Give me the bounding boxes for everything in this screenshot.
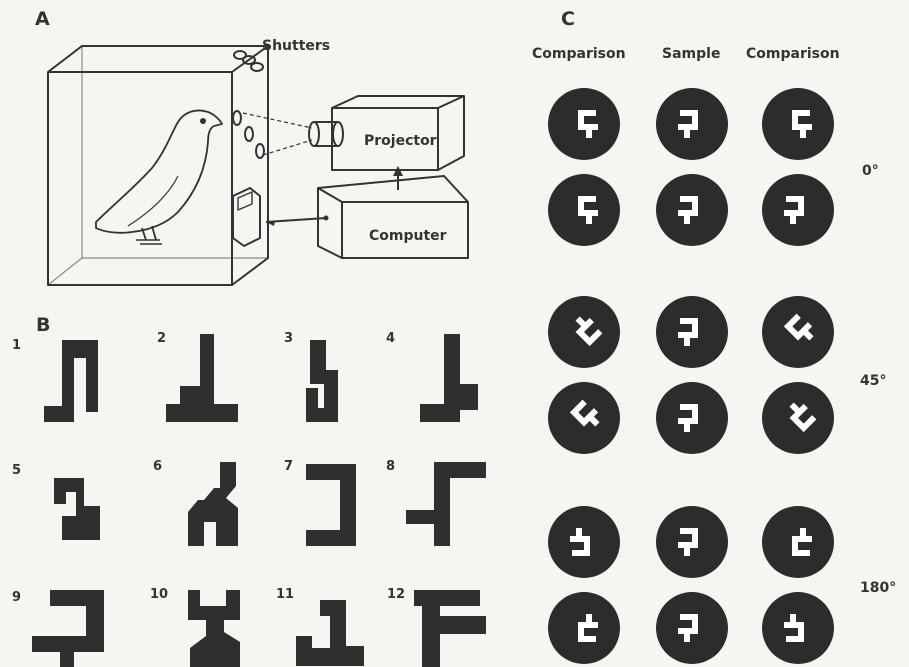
stimulus-r3-right	[762, 296, 834, 368]
shape-10	[188, 590, 240, 667]
shape-11	[296, 600, 364, 666]
shape-number: 1	[12, 338, 22, 353]
projector-lens-front	[308, 121, 320, 147]
projection-line-bottom	[262, 139, 313, 156]
stimulus-r2-sample	[656, 174, 728, 246]
shape-3	[306, 340, 338, 422]
shape-number: 7	[284, 459, 294, 474]
shape-number: 9	[12, 590, 22, 605]
stimulus-r3-left	[548, 296, 620, 368]
stimulus-r1-right	[762, 88, 834, 160]
chamber-top-face	[47, 45, 269, 73]
shape-number: 6	[153, 459, 163, 474]
shape-number: 4	[386, 331, 396, 346]
angle-label-0: 0°	[862, 163, 879, 179]
food-hopper-opening	[237, 191, 253, 211]
stimulus-r6-right	[762, 592, 834, 664]
pigeon-wing-line	[127, 175, 179, 227]
projector-top	[331, 95, 465, 109]
stimulus-r1-left	[548, 88, 620, 160]
pigeon-legs	[141, 225, 157, 241]
shape-7	[306, 464, 356, 546]
wire-hopper-computer	[265, 217, 327, 223]
panel-a-letter: A	[35, 8, 50, 30]
header-comparison-right: Comparison	[746, 46, 840, 62]
shape-stimuli-grid	[32, 334, 486, 667]
shape-2	[166, 334, 238, 422]
projection-line-top	[242, 112, 313, 129]
shape-number: 11	[276, 587, 295, 602]
stimulus-r4-left	[548, 382, 620, 454]
computer-side	[317, 188, 343, 259]
shape-5	[54, 478, 100, 540]
stimulus-r4-right	[762, 382, 834, 454]
stimulus-r2-left	[548, 174, 620, 246]
pigeon-feet	[136, 239, 162, 245]
stimulus-r6-sample	[656, 592, 728, 664]
shape-number: 10	[150, 587, 169, 602]
response-key-3	[255, 143, 265, 159]
angle-label-45: 45°	[860, 373, 887, 389]
chamber-front-face	[47, 71, 233, 286]
arrow-head-projector	[393, 166, 403, 176]
panel-c-letter: C	[561, 8, 575, 30]
shape-9	[32, 590, 104, 667]
shape-8	[406, 462, 486, 546]
shutter-top-2	[242, 55, 256, 65]
stimulus-r5-sample	[656, 506, 728, 578]
pigeon-body	[95, 109, 223, 234]
stimulus-r1-sample	[656, 88, 728, 160]
shape-number: 5	[12, 463, 22, 478]
pigeon-eye	[200, 118, 206, 124]
response-key-1	[232, 110, 242, 126]
shape-number: 3	[284, 331, 294, 346]
computer-label: Computer	[369, 228, 447, 244]
food-hopper-body	[232, 187, 261, 247]
shape-4	[420, 334, 478, 422]
header-comparison-left: Comparison	[532, 46, 626, 62]
chamber-side-face	[231, 46, 269, 286]
projector-lens-body	[314, 121, 338, 147]
shutter-top-3	[250, 62, 264, 72]
shape-number: 12	[387, 587, 406, 602]
response-key-2	[244, 126, 254, 142]
projector-side	[437, 96, 465, 171]
shutters-label: Shutters	[262, 38, 331, 54]
angle-label-180: 180°	[860, 580, 897, 596]
shape-6	[188, 462, 238, 546]
wire-junction	[323, 215, 329, 221]
stimulus-r2-right	[762, 174, 834, 246]
chamber-back-edge	[47, 46, 83, 286]
stimulus-r4-sample	[656, 382, 728, 454]
panel-b-letter: B	[36, 314, 51, 336]
shutter-top-1	[233, 50, 247, 60]
arrow-head-hopper	[266, 221, 275, 226]
rotation-stimulus-matrix	[548, 88, 834, 664]
stimulus-r5-left	[548, 506, 620, 578]
shape-12	[414, 590, 486, 667]
projector-lens-back	[332, 121, 344, 147]
computer-top	[317, 175, 469, 203]
shape-1	[44, 340, 98, 422]
projector-label: Projector	[364, 133, 437, 149]
shape-number: 8	[386, 459, 396, 474]
stimulus-r5-right	[762, 506, 834, 578]
stimulus-r3-sample	[656, 296, 728, 368]
computer-front	[341, 201, 469, 259]
stimulus-r6-left	[548, 592, 620, 664]
shape-number: 2	[157, 331, 167, 346]
operant-chamber-diagram	[47, 45, 469, 286]
header-sample: Sample	[662, 46, 721, 62]
